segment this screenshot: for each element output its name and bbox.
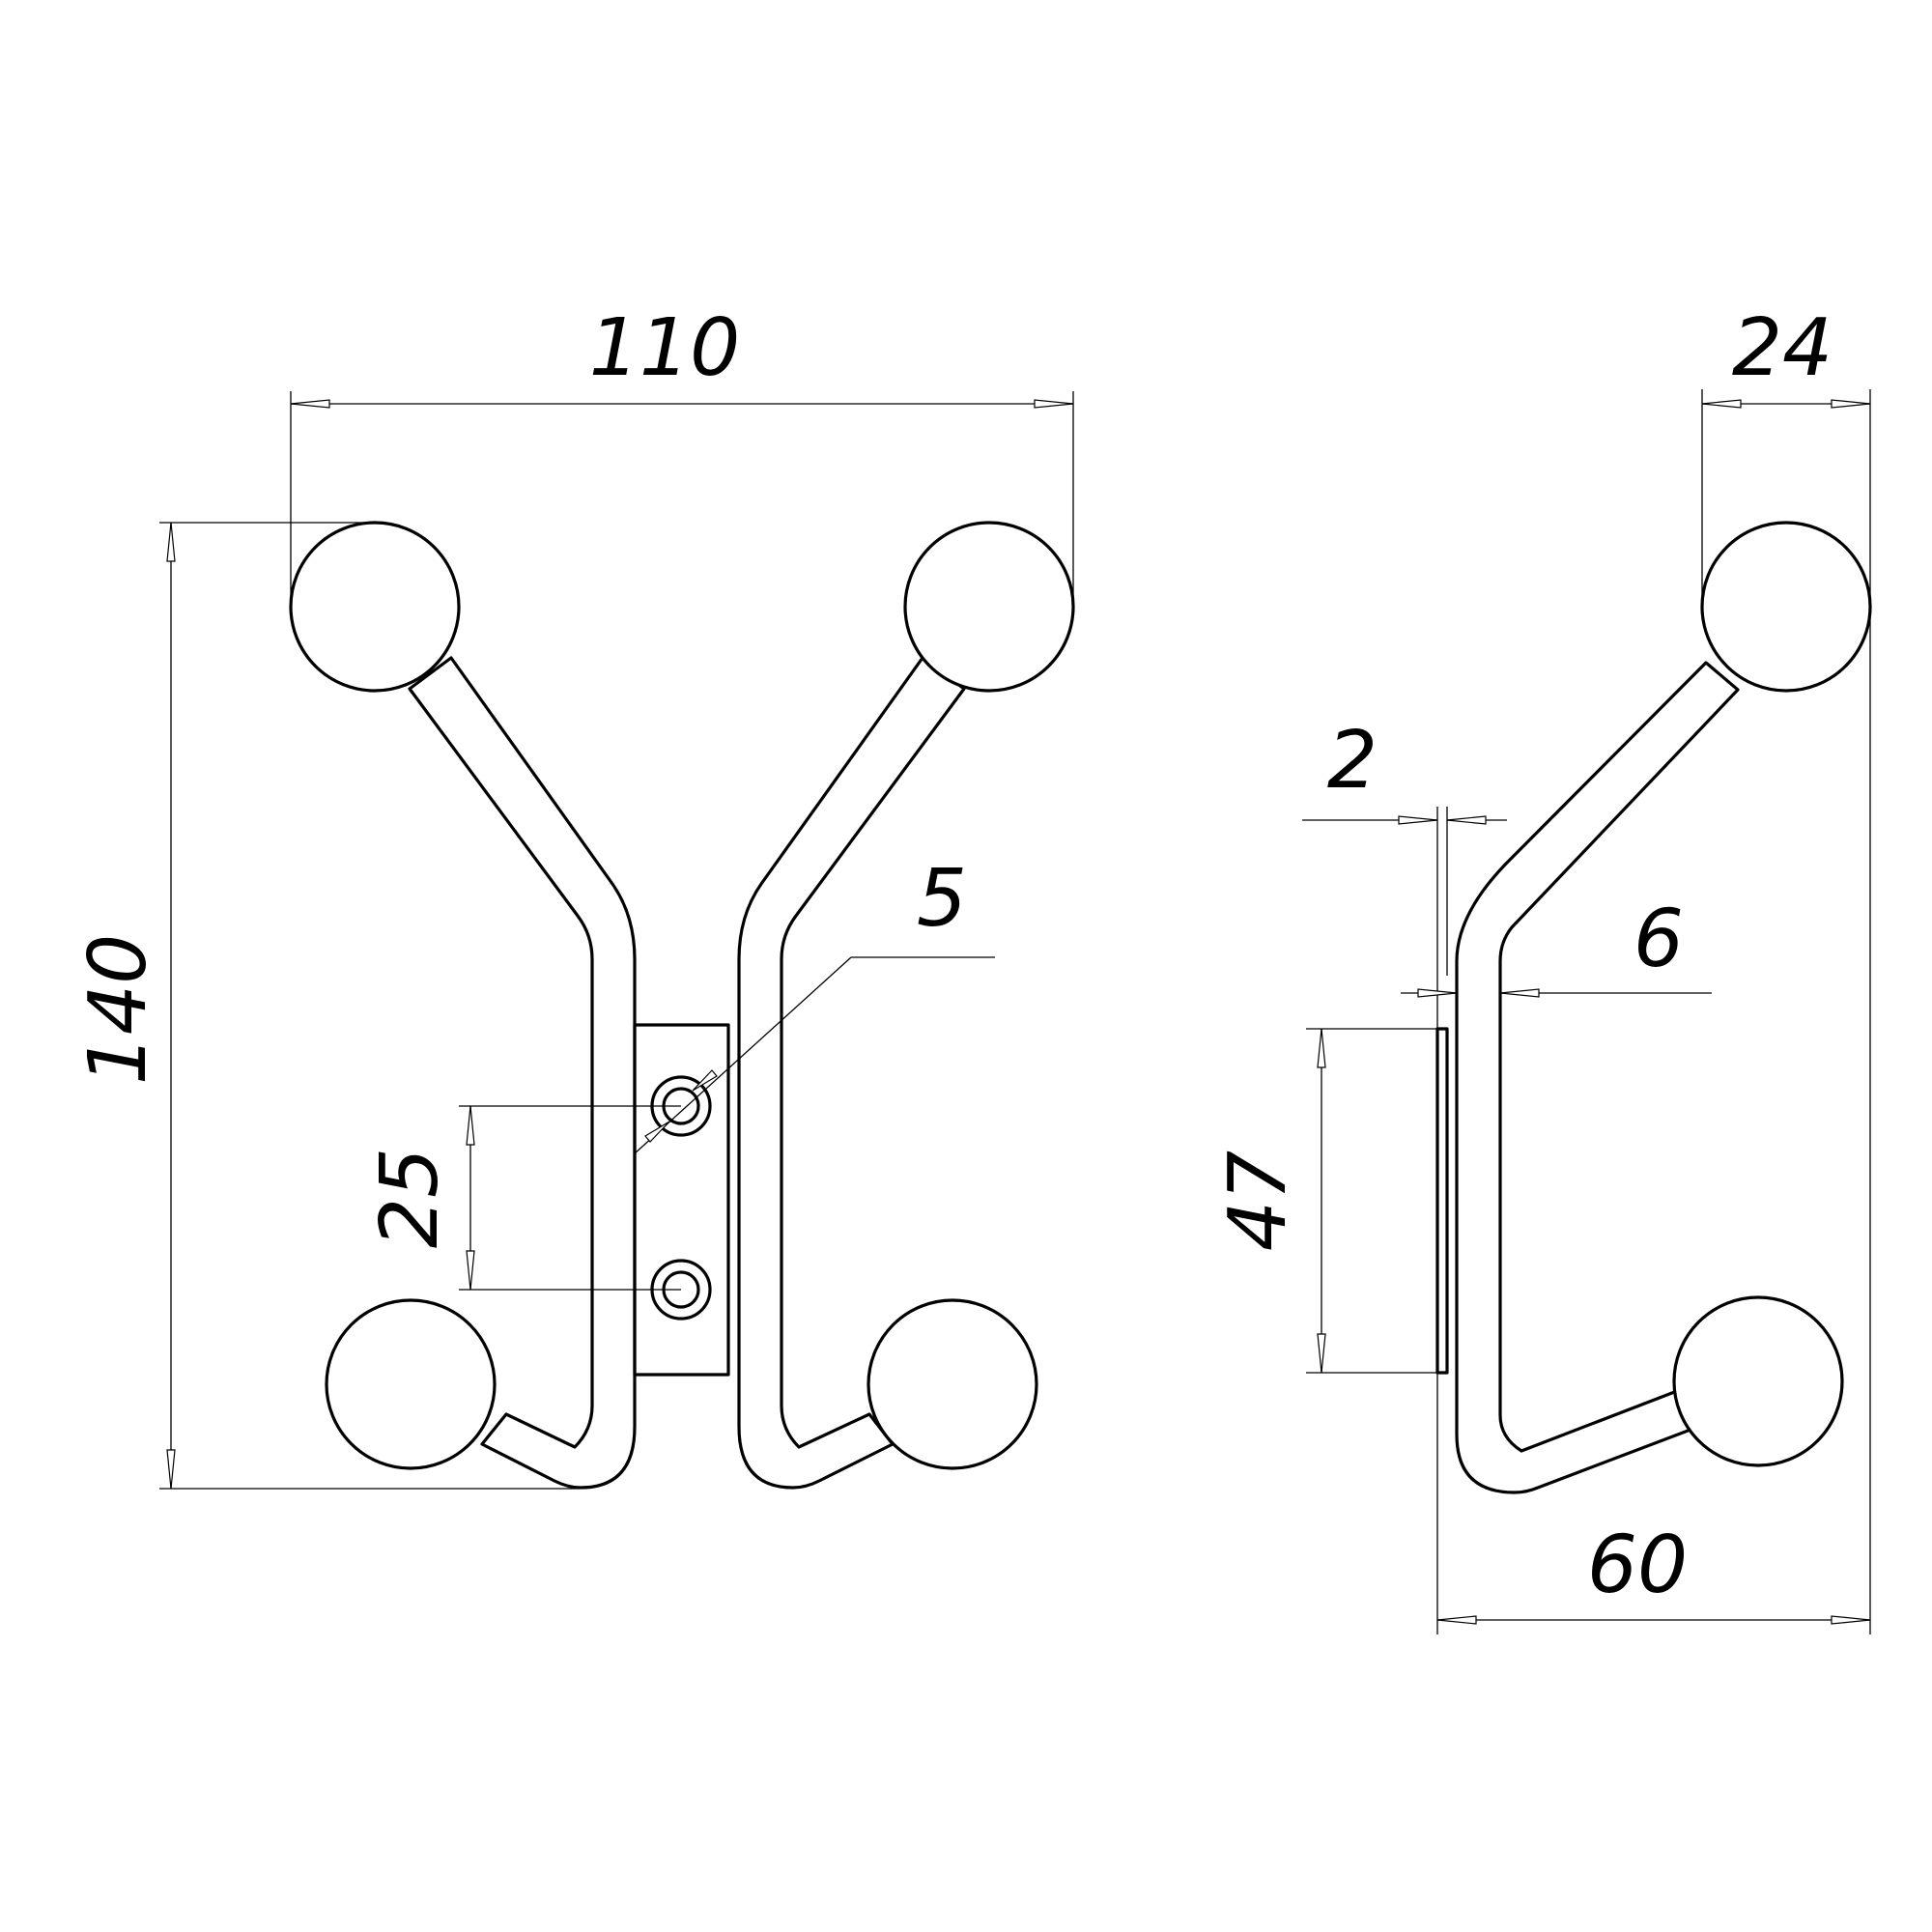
dimension-60: 60 [1436, 607, 1871, 1634]
side-view [1435, 521, 1872, 1494]
bottom-right-knob [867, 1298, 1038, 1470]
dimension-24: 24 [1701, 302, 1871, 604]
dimension-5: 5 [633, 853, 995, 1155]
side-top-knob [1700, 521, 1872, 693]
dimension-47: 47 [1212, 1028, 1437, 1374]
dim-140-label: 140 [72, 934, 164, 1086]
dimension-25: 25 [364, 1105, 681, 1291]
dim-2-label: 2 [1327, 715, 1378, 807]
dim-110-label: 110 [589, 302, 741, 394]
right-hook-wire [737, 656, 966, 1490]
top-left-knob [289, 521, 461, 693]
dim-47-label: 47 [1212, 1151, 1304, 1251]
side-hook-wire [1455, 661, 1740, 1494]
left-hook-wire [408, 656, 637, 1490]
dimension-110: 110 [290, 302, 1074, 604]
side-bottom-knob [1672, 1295, 1844, 1467]
dim-24-label: 24 [1732, 302, 1833, 394]
dim-5-label: 5 [917, 853, 967, 945]
top-right-knob [903, 521, 1075, 693]
dimension-6: 6 [1401, 894, 1712, 998]
dim-6-label: 6 [1634, 894, 1684, 985]
bottom-left-knob [325, 1298, 497, 1470]
side-mounting-plate [1435, 1027, 1449, 1375]
dimension-2: 2 [1302, 715, 1507, 1029]
dim-60-label: 60 [1587, 1520, 1688, 1611]
dim-25-label: 25 [364, 1148, 456, 1248]
dimension-140: 140 [72, 522, 580, 1490]
front-view [289, 521, 1075, 1490]
